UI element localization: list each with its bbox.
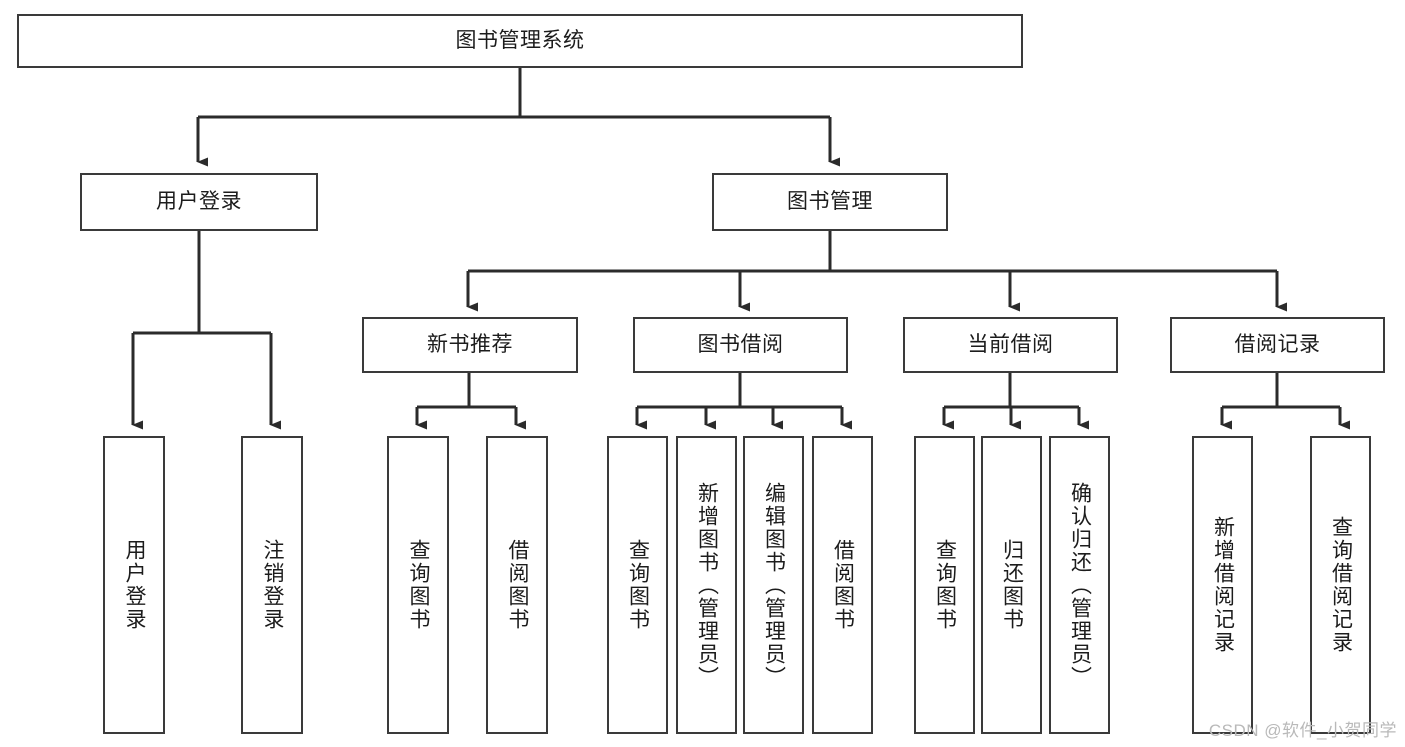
node-leaf-borrow-record-query[interactable]: 查询借阅记录 (1310, 436, 1371, 734)
node-label: 新增借阅记录 (1211, 516, 1235, 654)
node-label: 用户登录 (123, 539, 146, 631)
node-label: 查询图书 (407, 539, 430, 631)
node-label: 借阅记录 (1234, 333, 1321, 357)
node-label: 注销登录 (261, 539, 284, 631)
node-leaf-book-borrow-add[interactable]: 新增图书（管理员） (676, 436, 737, 734)
node-leaf-user-login-signin[interactable]: 用户登录 (103, 436, 165, 734)
node-leaf-new-book-borrow[interactable]: 借阅图书 (486, 436, 548, 734)
node-label: 归还图书 (1000, 539, 1024, 631)
node-label: 查询图书 (933, 539, 957, 631)
node-label: 编辑图书（管理员） (762, 481, 786, 689)
node-leaf-current-borrow-confirm-return[interactable]: 确认归还（管理员） (1049, 436, 1110, 734)
node-root-book-management-system[interactable]: 图书管理系统 (17, 14, 1023, 68)
node-label: 查询借阅记录 (1329, 516, 1353, 654)
node-leaf-book-borrow-query[interactable]: 查询图书 (607, 436, 668, 734)
node-user-login[interactable]: 用户登录 (80, 173, 318, 231)
node-leaf-current-borrow-query[interactable]: 查询图书 (914, 436, 975, 734)
node-label: 图书管理系统 (455, 29, 585, 53)
node-leaf-current-borrow-return[interactable]: 归还图书 (981, 436, 1042, 734)
node-current-borrow[interactable]: 当前借阅 (903, 317, 1118, 373)
node-label: 借阅图书 (831, 539, 855, 631)
node-label: 图书管理 (787, 190, 873, 214)
node-label: 查询图书 (626, 539, 650, 631)
node-label: 当前借阅 (967, 333, 1054, 357)
node-label: 新书推荐 (427, 333, 513, 357)
node-new-book-recommend[interactable]: 新书推荐 (362, 317, 578, 373)
node-book-borrow[interactable]: 图书借阅 (633, 317, 848, 373)
node-leaf-new-book-query[interactable]: 查询图书 (387, 436, 449, 734)
node-label: 借阅图书 (506, 539, 529, 631)
node-label: 用户登录 (156, 190, 242, 214)
node-leaf-book-borrow-lend[interactable]: 借阅图书 (812, 436, 873, 734)
node-borrow-record[interactable]: 借阅记录 (1170, 317, 1385, 373)
node-label: 图书借阅 (697, 333, 784, 357)
node-leaf-book-borrow-edit[interactable]: 编辑图书（管理员） (743, 436, 804, 734)
node-leaf-borrow-record-add[interactable]: 新增借阅记录 (1192, 436, 1253, 734)
node-label: 确认归还（管理员） (1068, 481, 1092, 689)
csdn-watermark: CSDN @软件_小贺同学 (1208, 721, 1397, 740)
node-leaf-user-login-signout[interactable]: 注销登录 (241, 436, 303, 734)
node-book-management[interactable]: 图书管理 (712, 173, 948, 231)
node-label: 新增图书（管理员） (695, 481, 719, 689)
